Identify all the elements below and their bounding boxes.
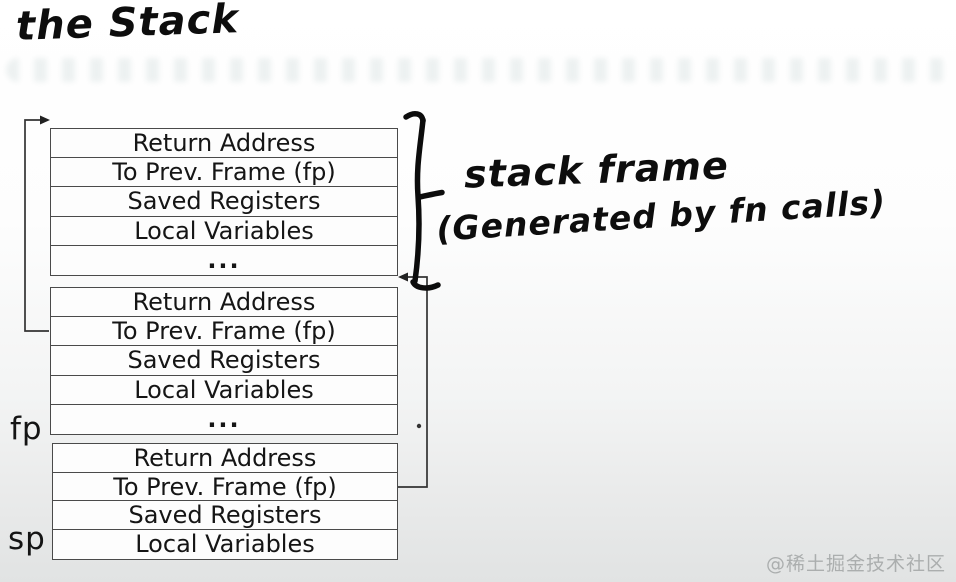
stack-frame-table-2: Return Address To Prev. Frame (fp) Saved… xyxy=(50,287,398,435)
sp-register-label: sp xyxy=(8,521,46,557)
frame-row-ellipsis: ... xyxy=(207,405,241,434)
frame-row-return-address: Return Address xyxy=(51,129,397,159)
frame-row-saved-registers: Saved Registers xyxy=(53,501,397,531)
frame-row-return-address: Return Address xyxy=(51,288,397,318)
frame-row-prev-frame: To Prev. Frame (fp) xyxy=(51,317,397,347)
frame-row-return-address: Return Address xyxy=(53,444,397,473)
watermark: @稀土掘金技术社区 xyxy=(765,553,946,575)
frame-row-prev-frame: To Prev. Frame (fp) xyxy=(51,158,397,188)
fp-pointer-left-arrow xyxy=(24,115,50,332)
frame-row-local-variables: Local Variables xyxy=(135,530,315,559)
stack-frame-brace xyxy=(403,110,445,291)
faded-marks-strip xyxy=(6,58,950,82)
frame-row-local-variables: Local Variables xyxy=(51,376,397,405)
page-title: the Stack xyxy=(15,0,240,50)
fp-pointer-right-arrow xyxy=(398,272,428,488)
stray-dot xyxy=(416,423,422,429)
frame-row-local-variables: Local Variables xyxy=(51,217,397,246)
stack-frame-table-3: Return Address To Prev. Frame (fp) Saved… xyxy=(52,443,398,560)
frame-row-saved-registers: Saved Registers xyxy=(51,346,397,376)
stack-frame-table-1: Return Address To Prev. Frame (fp) Saved… xyxy=(50,128,398,276)
frame-row-saved-registers: Saved Registers xyxy=(51,187,397,217)
fp-register-label: fp xyxy=(10,411,43,447)
frame-row-ellipsis: ... xyxy=(207,246,241,275)
stack-frame-annotation-line1: stack frame xyxy=(463,143,730,197)
frame-row-prev-frame: To Prev. Frame (fp) xyxy=(53,473,397,502)
